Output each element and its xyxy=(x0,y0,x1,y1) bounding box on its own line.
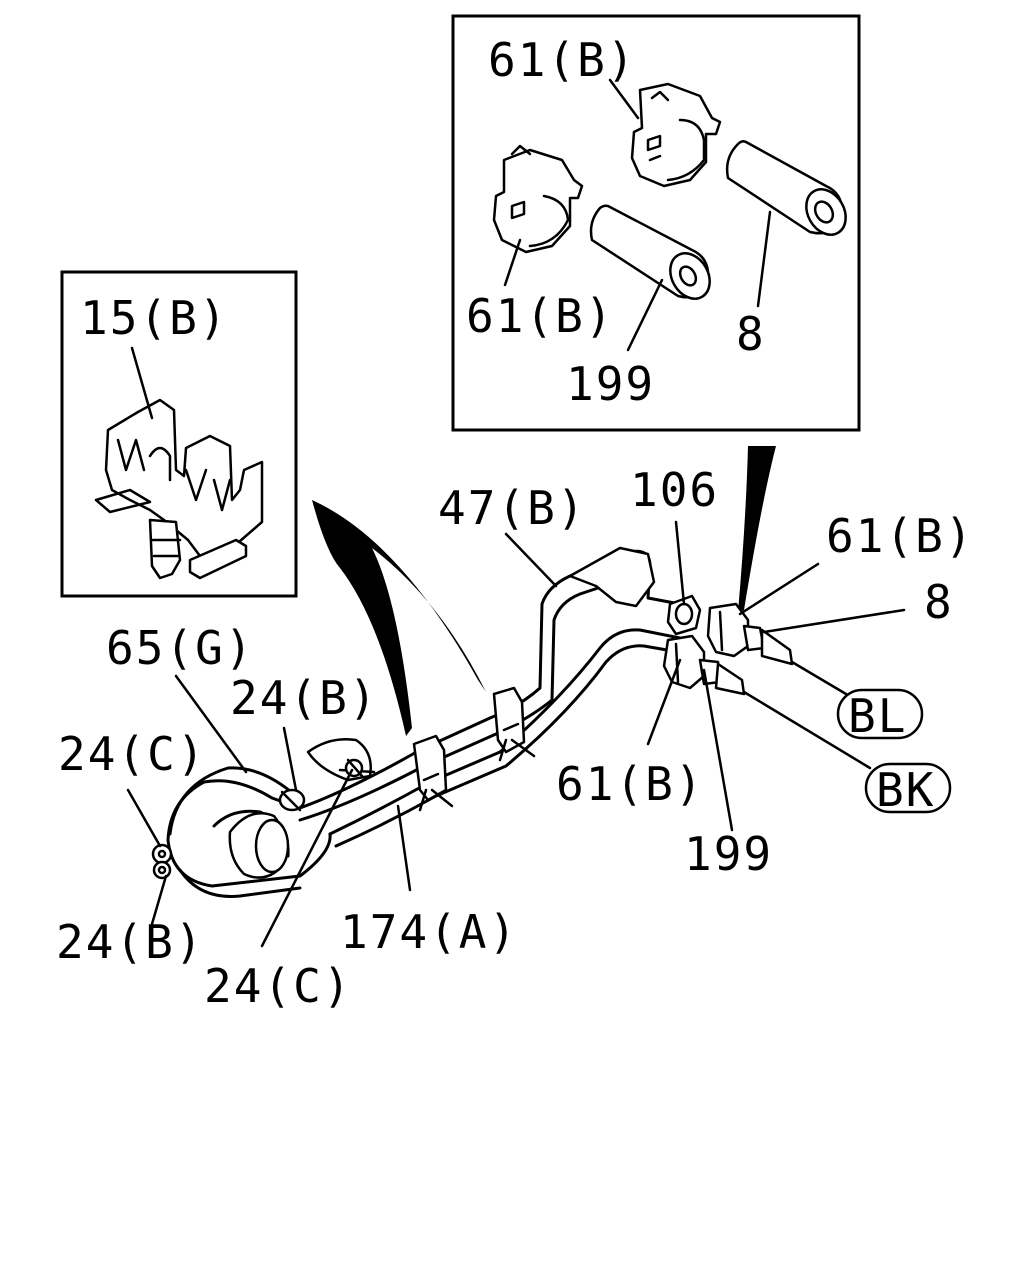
connector-bk-badge xyxy=(864,762,952,814)
label-24c-bottom: 24(C) xyxy=(204,959,352,1013)
fitting-106-part xyxy=(666,594,702,636)
connector-bl-label: BL xyxy=(848,689,907,743)
inset-top-right: 61(B) 61(B) 199 8 xyxy=(451,14,861,432)
label-199-main: 199 xyxy=(684,827,773,881)
hose-8-inset-part xyxy=(725,140,847,236)
label-47b: 47(B) xyxy=(438,481,586,535)
clip-61b-lower-part xyxy=(492,144,584,254)
label-106: 106 xyxy=(630,463,719,517)
leader-bl xyxy=(790,660,848,696)
leader-24c-left xyxy=(126,788,162,848)
leader-106 xyxy=(674,520,686,606)
leader-61b-upper xyxy=(608,78,640,120)
leader-65g xyxy=(174,674,248,774)
inset-left: 15(B) xyxy=(60,270,298,598)
leader-24b-top xyxy=(282,726,298,792)
pointer-arrow-right xyxy=(738,446,776,612)
label-24b-bottom: 24(B) xyxy=(56,915,204,969)
label-174a: 174(A) xyxy=(340,905,518,959)
connector-bl-badge xyxy=(836,688,924,740)
pointer-arrow-left xyxy=(312,500,486,736)
connector-bk-label: BK xyxy=(876,763,935,817)
clip-15b-part xyxy=(94,398,264,580)
hose-199-inset-part xyxy=(589,204,711,300)
label-61b-lower: 61(B) xyxy=(466,289,614,343)
clip-61b-right-part xyxy=(706,602,766,658)
tube-clamp-left-part xyxy=(412,734,448,802)
clip-61b-upper-part xyxy=(630,82,722,188)
leader-199-inset xyxy=(626,278,664,352)
leader-61b-right xyxy=(738,562,820,616)
label-24c-left: 24(C) xyxy=(58,727,206,781)
clamp-24-left-part xyxy=(151,843,173,880)
clamp-24b-top-part xyxy=(278,788,306,812)
leader-61b-lower xyxy=(503,238,522,287)
leader-47b xyxy=(504,532,558,588)
leader-15b xyxy=(130,346,154,420)
tube-bracket-part xyxy=(568,546,656,608)
hose-65g-part xyxy=(166,738,376,898)
tube-clamp-right-part xyxy=(492,686,526,754)
leader-bk xyxy=(742,690,872,770)
leader-199-main xyxy=(702,668,734,832)
label-61b-bottom: 61(B) xyxy=(556,757,704,811)
label-8-inset: 8 xyxy=(736,307,766,361)
main-assembly: BL BK 47(B) 106 61(B) 8 65(G) 24(B) 24(C… xyxy=(56,463,974,1013)
label-8-main: 8 xyxy=(924,575,954,629)
leader-174a xyxy=(396,804,412,892)
hose-8-main-part xyxy=(760,628,794,666)
leader-8-inset xyxy=(756,210,772,308)
leader-8-main xyxy=(762,608,906,634)
label-65g: 65(G) xyxy=(106,621,254,675)
leader-24b-bottom xyxy=(150,874,168,926)
label-15b: 15(B) xyxy=(80,291,228,345)
label-61b-upper: 61(B) xyxy=(488,33,636,87)
leader-24c-bottom xyxy=(260,768,354,948)
label-61b-right: 61(B) xyxy=(826,509,974,563)
label-199-inset: 199 xyxy=(566,357,655,411)
label-24b-top: 24(B) xyxy=(230,671,378,725)
clamp-24c-top-part xyxy=(344,758,364,778)
hose-199-main-part xyxy=(714,662,746,696)
leader-61b-bottom xyxy=(646,658,682,746)
